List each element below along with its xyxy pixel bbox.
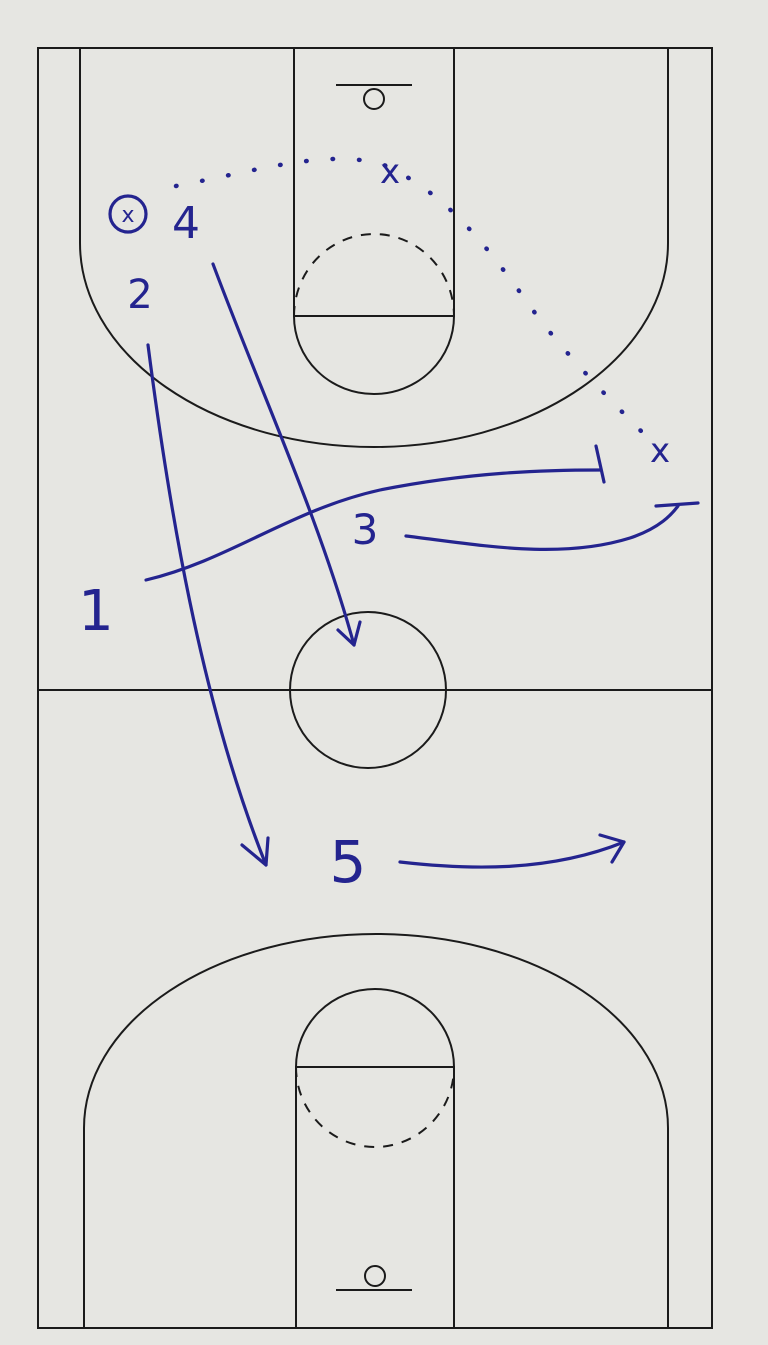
- player-4-arrowhead: [336, 620, 362, 647]
- play-markings: x x x 4 2 1 3 5: [78, 152, 700, 896]
- player-2-arrowhead: [240, 836, 270, 867]
- bottom-rim: [364, 1265, 386, 1287]
- top-three-point-arc: [79, 242, 669, 448]
- top-free-throw-circle-solid: [293, 315, 455, 395]
- player-2-cut-path: [146, 343, 268, 867]
- player-3-screen-path: [404, 504, 680, 552]
- player-1-label: 1: [78, 579, 114, 644]
- ball-handler-mark: x: [121, 203, 134, 228]
- player-4-cut-path: [211, 262, 356, 647]
- player-2-label: 2: [127, 272, 152, 318]
- player-5-arrowhead: [598, 833, 626, 864]
- defender-paint-mark: x: [380, 152, 400, 192]
- player-5-move-path: [398, 840, 626, 869]
- player-3-label: 3: [352, 505, 379, 554]
- bottom-half-court: [83, 933, 669, 1329]
- defender-wing-mark: x: [650, 431, 670, 471]
- top-free-throw-circle-dashed: [293, 233, 455, 317]
- top-half-court: [79, 47, 669, 448]
- ball-handler-circle: [108, 194, 148, 234]
- player-4-label: 4: [172, 198, 200, 249]
- top-lane: [293, 47, 455, 317]
- player-1-screen-path: [144, 468, 602, 582]
- court-lines: [37, 47, 713, 1329]
- bottom-three-point-arc: [83, 933, 669, 1129]
- bottom-lane: [295, 1066, 455, 1329]
- player-5-label: 5: [330, 828, 367, 896]
- player-1-screen-bar: [594, 444, 606, 484]
- player-3-screen-bar: [654, 501, 700, 508]
- center-circle: [289, 611, 447, 769]
- bottom-free-throw-circle-dashed: [295, 1066, 455, 1148]
- bottom-free-throw-circle-solid: [295, 988, 455, 1068]
- top-rim: [363, 88, 385, 110]
